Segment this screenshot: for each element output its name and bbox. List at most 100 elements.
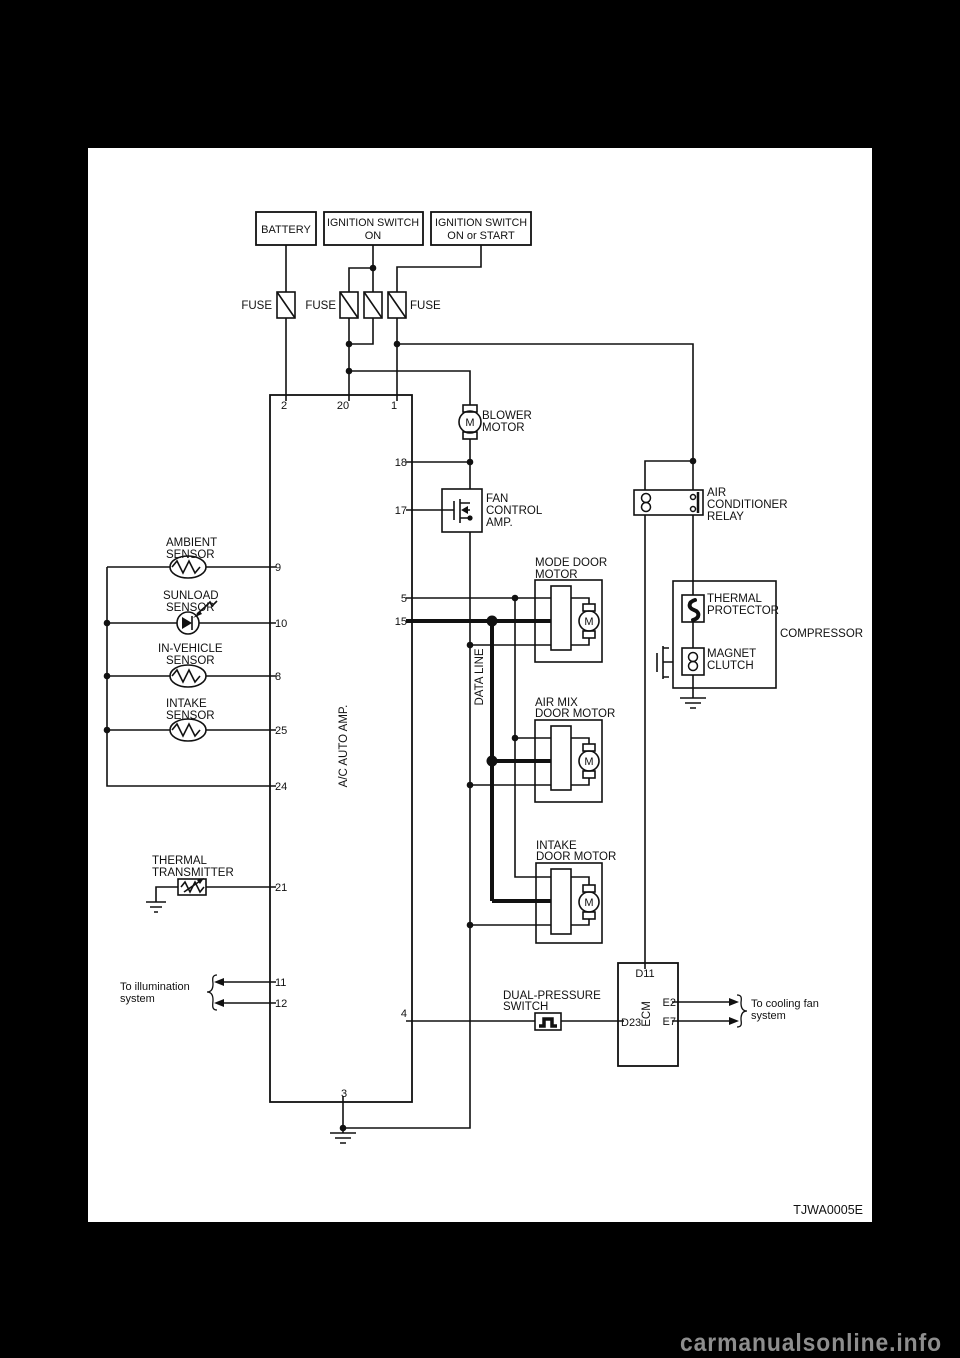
watermark: carmanualsonline.info <box>680 1329 942 1357</box>
ecm-pin-e7: E7 <box>663 1016 676 1028</box>
thermistor-icon <box>169 555 207 579</box>
dual-pressure-switch: DUAL-PRESSURE SWITCH <box>503 990 601 1031</box>
ambient-sensor: AMBIENT SENSOR <box>166 537 217 579</box>
to-cooling-fan-2: system <box>751 1010 786 1022</box>
pin-10: 10 <box>275 618 287 630</box>
svg-text:SENSOR: SENSOR <box>166 549 215 561</box>
ecm-pin-d11: D11 <box>635 968 654 980</box>
blower-motor: M BLOWER MOTOR <box>458 404 532 440</box>
pin-3: 3 <box>341 1088 347 1100</box>
variable-resistor-icon <box>177 878 207 896</box>
curly-brace-icon <box>736 994 748 1028</box>
to-illumination: To illumination system <box>120 974 224 1011</box>
ecm-box <box>617 962 679 1067</box>
fuse-label-2: FUSE <box>305 300 336 312</box>
fuse-icon <box>339 291 359 319</box>
transistor-icon <box>453 499 470 523</box>
fuse-icon <box>387 291 407 319</box>
wire-sensor-bus <box>106 567 276 787</box>
compressor-label: COMPRESSOR <box>780 628 863 640</box>
intake-door-motor-label-2: DOOR MOTOR <box>536 851 616 863</box>
svg-text:M: M <box>584 756 593 768</box>
ground-icon <box>330 1132 356 1144</box>
svg-text:SENSOR: SENSOR <box>166 655 215 667</box>
wire-main-vertical-ground <box>343 532 471 1129</box>
wire-mode-motor-internal <box>571 597 590 646</box>
svg-text:SUNLOAD: SUNLOAD <box>163 590 219 602</box>
ecm-pin-d23: D23 <box>621 1017 641 1029</box>
magnet-clutch-label-1: MAGNET <box>707 648 756 660</box>
svg-text:SENSOR: SENSOR <box>166 710 215 722</box>
connector <box>550 868 572 935</box>
junction-dots <box>103 264 697 1132</box>
wire-main-feed-to-relay <box>397 343 694 461</box>
motor-icon: M <box>578 743 600 779</box>
ignition-on-start-box <box>430 211 532 246</box>
svg-text:TRANSMITTER: TRANSMITTER <box>152 867 234 879</box>
wire-intake-motor-internal <box>571 876 590 926</box>
relay-contact-icon <box>689 492 700 513</box>
fan-control-amp-label-1: FAN <box>486 493 508 505</box>
connector <box>550 585 572 651</box>
pin-1: 1 <box>391 400 397 412</box>
arrow-left-icon <box>214 978 224 986</box>
relay-label-2: CONDITIONER <box>707 499 788 511</box>
thermistor-icon <box>169 718 207 742</box>
svg-text:INTAKE: INTAKE <box>166 698 207 710</box>
fuse-label-1: FUSE <box>241 300 272 312</box>
pressure-switch-icon <box>539 1017 557 1028</box>
battery-box <box>255 211 317 246</box>
fan-control-amp: FAN CONTROL AMP. <box>441 488 543 533</box>
svg-text:THERMAL: THERMAL <box>152 855 208 867</box>
ignition-on-box <box>323 211 424 246</box>
pin-24: 24 <box>275 781 287 793</box>
pin-17: 17 <box>395 505 407 517</box>
svg-text:M: M <box>584 897 593 909</box>
intake-door-motor-label-1: INTAKE <box>536 840 577 852</box>
magnet-clutch-label-2: CLUTCH <box>707 660 754 672</box>
relay-coil-icon <box>640 492 652 513</box>
intake-sensor: INTAKE SENSOR <box>166 698 215 742</box>
pin-2: 2 <box>281 400 287 412</box>
relay-label-1: AIR <box>707 487 726 499</box>
thermal-protector-label-2: PROTECTOR <box>707 605 779 617</box>
fan-control-amp-box <box>441 488 483 533</box>
arrow-left-icon <box>214 999 224 1007</box>
to-cooling-fan-1: To cooling fan <box>751 998 819 1010</box>
pin-8: 8 <box>275 671 281 683</box>
motor-icon: M <box>458 404 482 440</box>
power-source-boxes: BATTERY IGNITION SWITCH ON IGNITION SWIT… <box>255 211 532 246</box>
ground-icon <box>680 697 706 709</box>
wire-ignition-start-feed <box>396 245 482 292</box>
figure-code: TJWA0005E <box>793 1203 863 1217</box>
blower-motor-label-1: BLOWER <box>482 410 532 422</box>
ac-auto-amp-box <box>269 394 413 1103</box>
data-line-label: DATA LINE <box>474 648 486 705</box>
sensors: AMBIENT SENSOR SUNLOAD SENSOR IN-VEHICLE… <box>158 537 223 742</box>
svg-text:system: system <box>120 993 155 1005</box>
pin-21: 21 <box>275 882 287 894</box>
ecm-pin-e2: E2 <box>663 997 676 1009</box>
mode-door-motor-label-2: MOTOR <box>535 569 578 581</box>
thermistor-icon <box>169 664 207 688</box>
fuse-label-3: FUSE <box>410 300 441 312</box>
connector <box>550 725 572 791</box>
battery-label: BATTERY <box>261 224 311 236</box>
svg-text:IN-VEHICLE: IN-VEHICLE <box>158 643 223 655</box>
in-vehicle-sensor: IN-VEHICLE SENSOR <box>158 643 223 688</box>
svg-text:SWITCH: SWITCH <box>503 1001 548 1013</box>
pin-5: 5 <box>401 593 407 605</box>
blower-motor-label-2: MOTOR <box>482 422 525 434</box>
ground-icon <box>146 901 166 913</box>
wire-fuse3-join <box>349 318 374 345</box>
ecm: D11 D23 ECM E2 E7 To cooling fan system <box>617 962 819 1067</box>
ac-auto-amp: A/C AUTO AMP. 2 20 1 18 17 5 15 4 9 10 8… <box>269 394 413 1103</box>
ac-auto-amp-label: A/C AUTO AMP. <box>338 705 350 788</box>
mode-door-motor-label-1: MODE DOOR <box>535 557 607 569</box>
data-line-node <box>486 615 498 627</box>
wire-blower-feed <box>349 370 471 405</box>
relay-box <box>633 489 704 516</box>
diagram-paper <box>88 148 872 1222</box>
magnet-clutch-coil-icon <box>687 651 699 672</box>
